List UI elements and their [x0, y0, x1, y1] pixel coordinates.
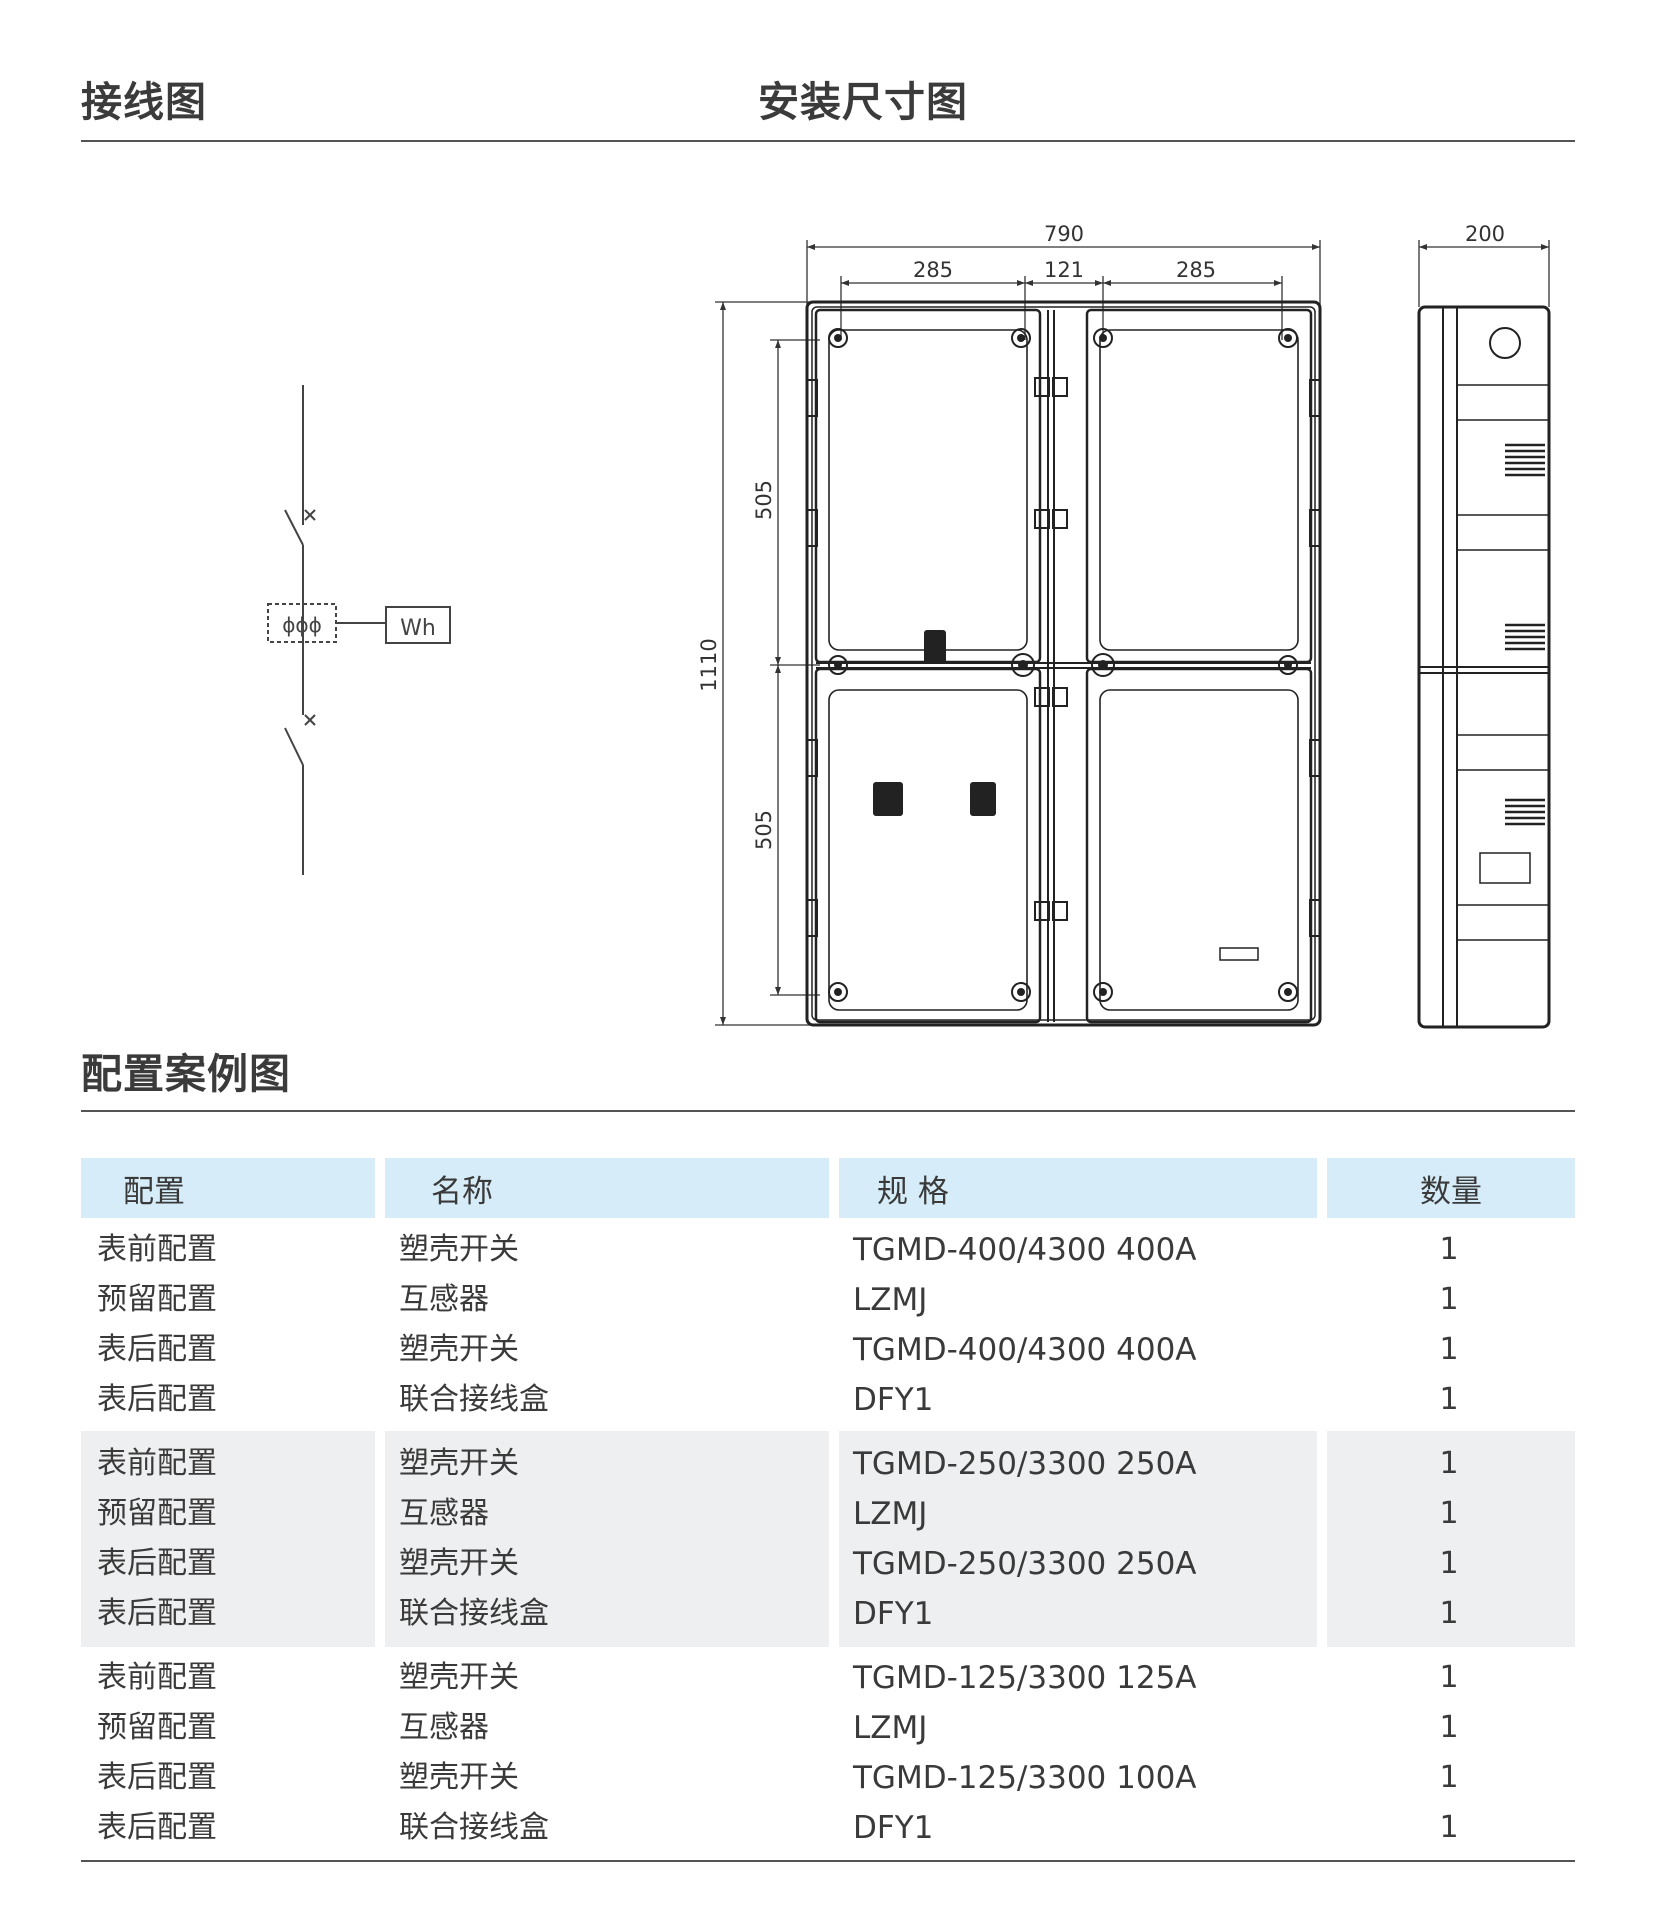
wiring-diagram: ϕϕϕ Wh [267, 385, 451, 875]
front-view-drawing: 790 285 121 285 1110 505 505 [697, 222, 1322, 1027]
cell-config: 预留配置 [97, 1496, 217, 1531]
dim-center-width: 121 [1044, 258, 1084, 282]
table-header-qty: 数量 [1327, 1158, 1575, 1218]
cell-name: 联合接线盒 [399, 1810, 549, 1845]
group-2-band-config [81, 1431, 375, 1647]
cell-name: 互感器 [399, 1710, 489, 1745]
cell-spec: LZMJ [853, 1496, 928, 1532]
dim-left-width: 285 [913, 258, 953, 282]
cell-config: 表后配置 [97, 1546, 217, 1581]
cell-spec: DFY1 [853, 1382, 934, 1418]
side-view-drawing: 200 [1417, 222, 1551, 1029]
dim-upper-height: 505 [752, 480, 776, 520]
table-header-name: 名称 [385, 1158, 829, 1218]
cell-qty: 1 [1439, 1546, 1459, 1581]
group-2-band-name [385, 1431, 829, 1647]
group-2-band-spec [839, 1431, 1317, 1647]
cell-config: 预留配置 [97, 1282, 217, 1317]
cell-spec: TGMD-250/3300 250A [853, 1546, 1197, 1582]
cell-config: 表前配置 [97, 1232, 217, 1267]
cell-qty: 1 [1439, 1496, 1459, 1531]
cell-spec: LZMJ [853, 1710, 928, 1746]
cell-qty: 1 [1439, 1332, 1459, 1367]
cell-config: 表后配置 [97, 1382, 217, 1417]
cell-qty: 1 [1439, 1232, 1459, 1267]
cell-qty: 1 [1439, 1710, 1459, 1745]
cell-spec: DFY1 [853, 1596, 934, 1632]
cell-config: 表前配置 [97, 1446, 217, 1481]
cell-name: 塑壳开关 [399, 1446, 519, 1481]
top-divider [81, 140, 1575, 142]
cell-spec: TGMD-400/4300 400A [853, 1232, 1197, 1268]
cell-name: 塑壳开关 [399, 1546, 519, 1581]
cell-spec: LZMJ [853, 1282, 928, 1318]
dim-total-height: 1110 [697, 638, 721, 691]
cell-config: 表后配置 [97, 1810, 217, 1845]
cell-name: 塑壳开关 [399, 1760, 519, 1795]
cell-config: 表后配置 [97, 1332, 217, 1367]
table-bottom-rule [81, 1860, 1575, 1862]
dim-right-width: 285 [1176, 258, 1216, 282]
cell-qty: 1 [1439, 1810, 1459, 1845]
cell-name: 联合接线盒 [399, 1596, 549, 1631]
dim-total-width: 790 [1044, 222, 1084, 246]
cell-spec: TGMD-250/3300 250A [853, 1446, 1197, 1482]
cell-name: 互感器 [399, 1282, 489, 1317]
cell-name: 塑壳开关 [399, 1332, 519, 1367]
group-2-band-qty [1327, 1431, 1575, 1647]
cell-qty: 1 [1439, 1382, 1459, 1417]
cell-qty: 1 [1439, 1596, 1459, 1631]
cell-config: 预留配置 [97, 1710, 217, 1745]
dimension-diagram-heading: 安装尺寸图 [758, 78, 968, 126]
dim-depth: 200 [1465, 222, 1505, 246]
config-divider [81, 1110, 1575, 1112]
cell-config: 表后配置 [97, 1760, 217, 1795]
table-header-config: 配置 [81, 1158, 375, 1218]
cell-name: 互感器 [399, 1496, 489, 1531]
cell-name: 塑壳开关 [399, 1232, 519, 1267]
terminal-glyphs: ϕϕϕ [282, 613, 322, 637]
cell-config: 表后配置 [97, 1596, 217, 1631]
cell-spec: DFY1 [853, 1810, 934, 1846]
dim-lower-height: 505 [752, 810, 776, 850]
cell-spec: TGMD-125/3300 100A [853, 1760, 1197, 1796]
cell-qty: 1 [1439, 1282, 1459, 1317]
cell-spec: TGMD-125/3300 125A [853, 1660, 1197, 1696]
cell-qty: 1 [1439, 1446, 1459, 1481]
config-example-heading: 配置案例图 [81, 1050, 291, 1098]
meter-label: Wh [400, 616, 436, 641]
cell-spec: TGMD-400/4300 400A [853, 1332, 1197, 1368]
cell-qty: 1 [1439, 1660, 1459, 1695]
cell-qty: 1 [1439, 1760, 1459, 1795]
cell-name: 塑壳开关 [399, 1660, 519, 1695]
wiring-diagram-heading: 接线图 [81, 78, 207, 126]
table-header-spec: 规 格 [839, 1158, 1317, 1218]
cell-name: 联合接线盒 [399, 1382, 549, 1417]
cell-config: 表前配置 [97, 1660, 217, 1695]
